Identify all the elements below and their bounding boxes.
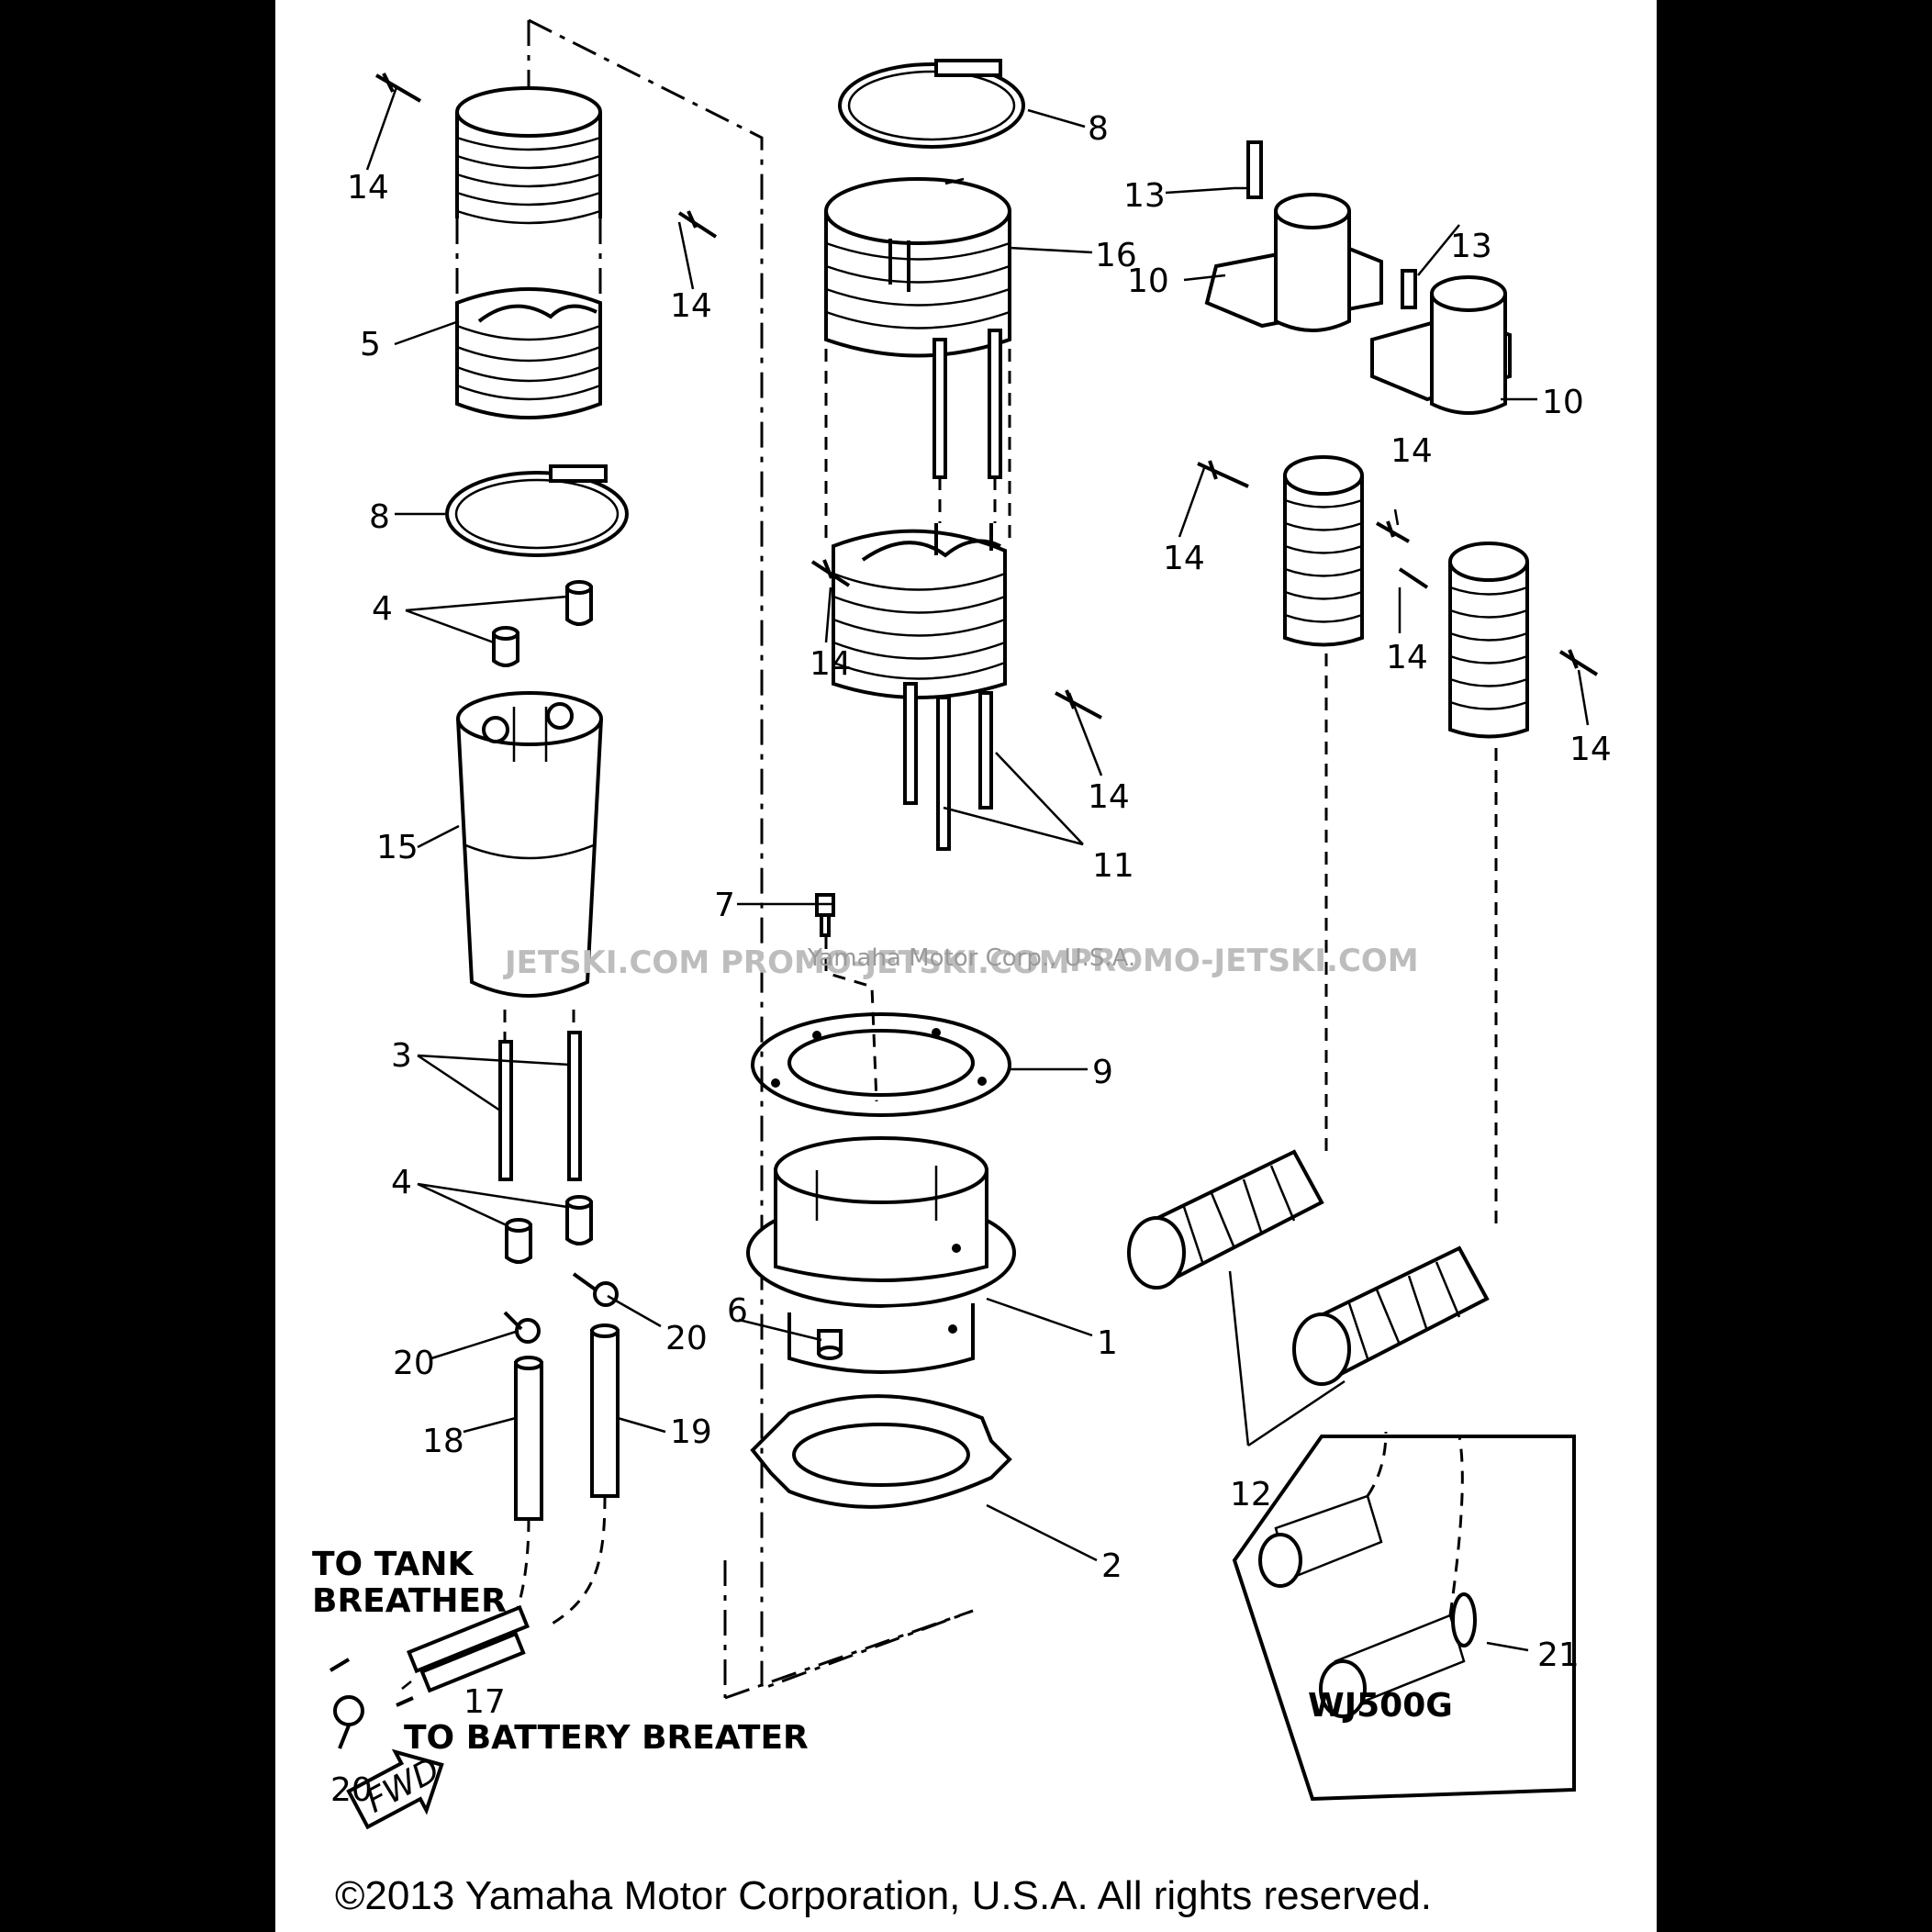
note-to-tank: TO TANK xyxy=(312,1546,474,1583)
callout-18: 18 xyxy=(422,1423,464,1460)
screw-part-7 xyxy=(815,893,878,1102)
callout-4: 4 xyxy=(372,590,393,628)
bolt-part-13 xyxy=(1246,140,1417,309)
hoses-part-18-19 xyxy=(329,1272,620,1749)
callout-13: 13 xyxy=(1450,228,1492,265)
callout-2: 2 xyxy=(1101,1547,1122,1585)
callout-19: 19 xyxy=(670,1413,712,1451)
callout-21: 21 xyxy=(1537,1636,1580,1674)
callout-13: 13 xyxy=(1123,177,1166,215)
callout-7: 7 xyxy=(714,887,735,924)
callout-16: 16 xyxy=(1095,237,1137,274)
copyright-text: ©2013 Yamaha Motor Corporation, U.S.A. A… xyxy=(335,1873,1432,1918)
housing-part-1 xyxy=(746,1136,1016,1374)
callout-17: 17 xyxy=(463,1683,506,1721)
callout-14: 14 xyxy=(810,645,852,683)
gasket-part-9 xyxy=(751,1012,1011,1117)
bellows-right-b xyxy=(1448,542,1529,1230)
rods-part-3 xyxy=(498,1010,582,1181)
callout-6: 6 xyxy=(727,1292,748,1330)
hose-part-12-a xyxy=(1127,1149,1324,1290)
leader-lines xyxy=(365,86,1590,1690)
callout-14: 14 xyxy=(670,287,712,325)
bellows-part-5 xyxy=(455,86,602,419)
callout-14: 14 xyxy=(1390,432,1433,470)
variant-label: WJ500G xyxy=(1308,1687,1453,1725)
callout-3: 3 xyxy=(391,1037,412,1075)
clamp-part-8-left xyxy=(445,464,629,557)
callout-8: 8 xyxy=(1088,110,1109,148)
flange-part-10-b xyxy=(1370,275,1512,415)
callout-14: 14 xyxy=(1569,731,1612,768)
clamp-part-8-top xyxy=(838,59,1025,149)
watermark-small: Yamaha Motor Corp., U.S.A. xyxy=(807,944,1135,972)
rods-part-11 xyxy=(903,682,993,851)
watermark-mid: PROMO-JETSKI.COM xyxy=(720,944,1070,981)
callout-20: 20 xyxy=(393,1345,435,1382)
callout-11: 11 xyxy=(1092,847,1134,885)
callout-14: 14 xyxy=(347,169,389,207)
callout-10: 10 xyxy=(1127,262,1169,300)
grommets-part-4-upper xyxy=(492,580,593,667)
bellows-right-a xyxy=(1283,455,1364,1156)
watermark-left: JETSKI.COM xyxy=(503,944,709,981)
diagram-page: FWD xyxy=(275,0,1657,1932)
assembly-line-2 xyxy=(723,1560,974,1700)
callout-20: 20 xyxy=(330,1771,373,1809)
plug-part-6 xyxy=(817,1329,843,1360)
callout-14: 14 xyxy=(1163,540,1205,577)
callout-9: 9 xyxy=(1092,1054,1113,1091)
note-breather: BREATHER xyxy=(312,1582,507,1620)
callout-14: 14 xyxy=(1088,778,1130,816)
callout-1: 1 xyxy=(1097,1324,1118,1362)
callout-14: 14 xyxy=(1386,639,1428,676)
gasket-part-2 xyxy=(750,1394,1012,1509)
callout-4: 4 xyxy=(391,1164,412,1201)
clip-icons xyxy=(374,73,1599,720)
note-to-battery: TO BATTERY BREATER xyxy=(404,1719,809,1757)
hose-part-12-b xyxy=(1292,1245,1490,1386)
callout-12: 12 xyxy=(1230,1476,1272,1513)
bellows-part-16 xyxy=(824,177,1011,542)
flange-part-10-a xyxy=(1204,193,1383,332)
bellows-part-16-lower xyxy=(832,523,1007,699)
housing-part-15 xyxy=(456,691,603,998)
wj500g-inset: WJ500G xyxy=(1232,1431,1576,1802)
callout-5: 5 xyxy=(360,326,381,363)
watermark-right: PROMO-JETSKI.COM xyxy=(1069,943,1419,979)
parts-diagram: FWD xyxy=(312,18,1612,1918)
callout-10: 10 xyxy=(1542,384,1584,421)
grommets-part-4-lower xyxy=(505,1195,593,1264)
callout-15: 15 xyxy=(376,829,419,866)
callout-8: 8 xyxy=(369,498,390,536)
callout-20: 20 xyxy=(665,1320,708,1357)
assembly-line xyxy=(527,18,974,1692)
